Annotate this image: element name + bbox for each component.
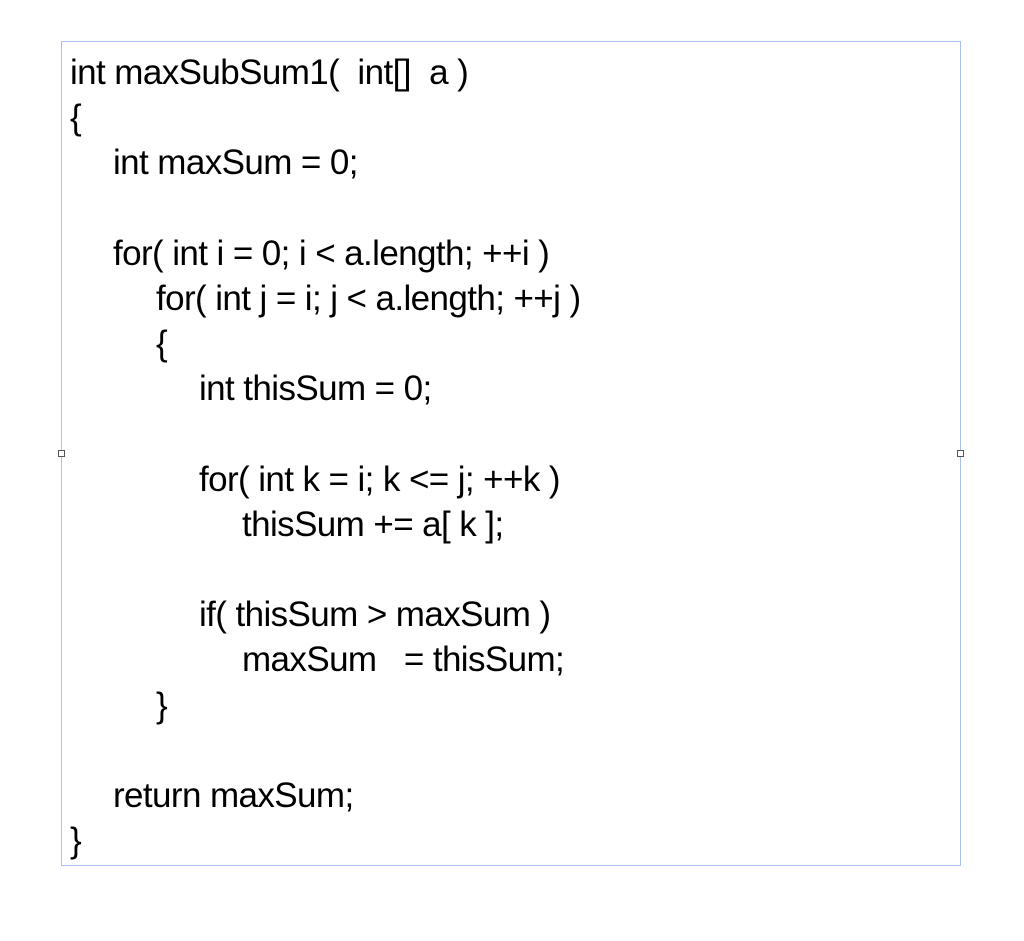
code-line-inner-close-brace: } — [156, 685, 168, 725]
code-line-for-i: for( int i = 0; i < a.length; ++i ) — [113, 233, 550, 273]
code-line-signature: int maxSubSum1( int[] a ) — [70, 53, 469, 92]
resize-handle-left[interactable] — [58, 450, 65, 457]
resize-handle-right[interactable] — [957, 450, 964, 457]
code-line-if: if( thisSum > maxSum ) — [199, 595, 551, 635]
code-line-maxsum-init: int maxSum = 0; — [113, 143, 358, 183]
code-line-for-k: for( int k = i; k <= j; ++k ) — [199, 459, 561, 499]
code-line-for-j: for( int j = i; j < a.length; ++j ) — [156, 278, 581, 318]
code-line-open-brace: { — [70, 98, 82, 138]
code-line-thissum-init: int thisSum = 0; — [199, 369, 432, 409]
code-line-blank — [70, 728, 581, 773]
code-line-return: return maxSum; — [113, 776, 354, 815]
code-line-blank — [70, 547, 581, 592]
code-line-accumulate: thisSum += a[ k ]; — [242, 504, 504, 544]
code-listing: int maxSubSum1( int[] a ) { int maxSum =… — [70, 50, 581, 863]
code-text-box[interactable]: int maxSubSum1( int[] a ) { int maxSum =… — [58, 41, 964, 866]
code-line-blank — [70, 186, 581, 231]
code-line-blank — [70, 412, 581, 457]
code-line-assign-max: maxSum = thisSum; — [242, 640, 565, 680]
code-line-inner-open-brace: { — [156, 324, 168, 364]
code-line-close-brace: } — [70, 821, 82, 861]
